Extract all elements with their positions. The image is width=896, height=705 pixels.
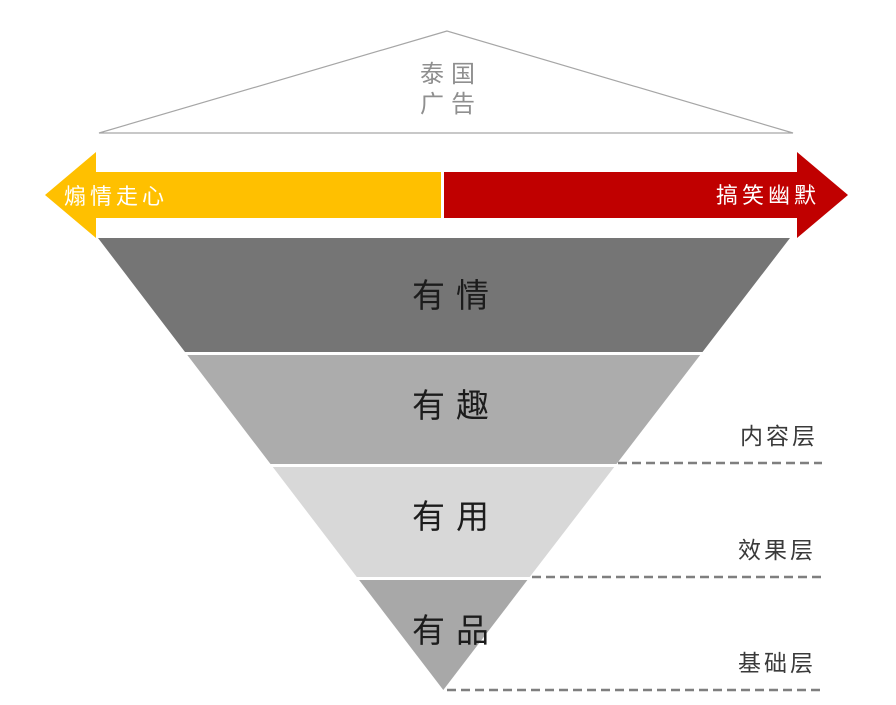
funnel-band-4-label: 有品 — [412, 612, 500, 649]
layer-label-effect: 效果层 — [738, 537, 816, 563]
funnel-band-1-label: 有情 — [412, 277, 500, 314]
funnel-band-3-label: 有用 — [412, 498, 500, 535]
roof-triangle-outline — [98, 30, 794, 134]
funnel-band-2-label: 有趣 — [412, 387, 500, 424]
right-arrow — [444, 152, 848, 238]
right-arrow-label: 搞笑幽默 — [716, 183, 820, 208]
roof-title-line2: 广告 — [420, 91, 482, 118]
roof-title-line1: 泰国 — [420, 61, 482, 88]
funnel-band-4 — [359, 580, 528, 690]
layer-label-base: 基础层 — [738, 650, 816, 676]
left-arrow — [45, 152, 441, 238]
left-arrow-label: 煽情走心 — [64, 184, 168, 209]
funnel-band-3 — [272, 467, 615, 577]
layer-label-content: 内容层 — [740, 423, 818, 449]
funnel-band-2 — [187, 355, 701, 464]
funnel-band-1 — [98, 238, 790, 352]
